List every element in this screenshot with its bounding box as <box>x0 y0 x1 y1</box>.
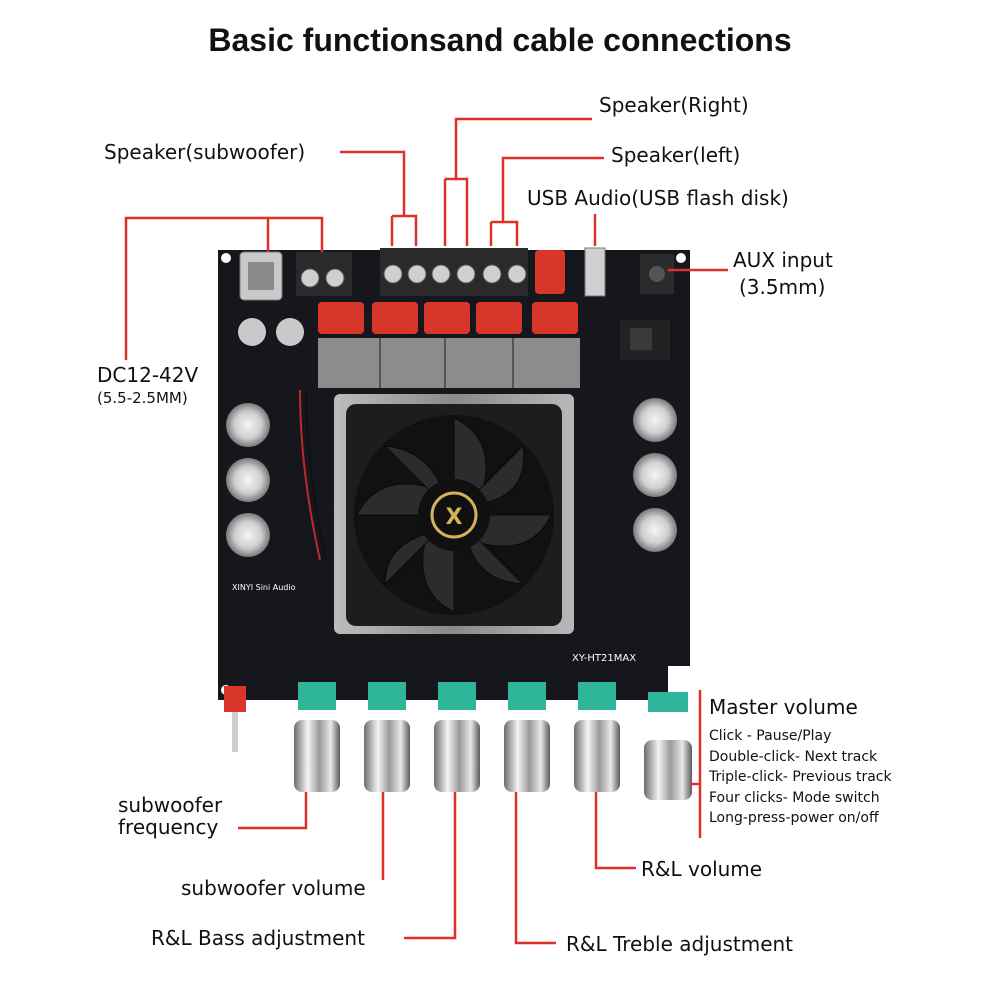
electrolytic-capacitor <box>226 458 270 502</box>
inductor-block <box>318 338 580 388</box>
function-item: Click - Pause/Play <box>709 728 832 744</box>
label-usb-audio: USB Audio(USB flash disk) <box>527 186 789 210</box>
label-speaker-subwoofer: Speaker(subwoofer) <box>104 140 306 164</box>
label-subwoofer-volume: subwoofer volume <box>181 876 366 900</box>
film-capacitor <box>372 302 418 334</box>
pot-rl-bass <box>434 682 480 792</box>
label-master-volume: Master volume <box>709 695 858 719</box>
film-capacitor <box>476 302 522 334</box>
function-item: Double-click- Next track <box>709 748 878 765</box>
label-subwoofer-frequency-2: frequency <box>118 815 219 839</box>
label-subwoofer-frequency-1: subwoofer <box>118 793 223 817</box>
board-brand: XINYI Sini Audio <box>232 583 296 592</box>
bolt <box>238 318 266 346</box>
svg-text:X: X <box>446 505 463 530</box>
fan-hub <box>418 479 490 551</box>
function-item: Triple-click- Previous track <box>709 769 892 785</box>
master-volume-functions: Click - Pause/Play Double-click- Next tr… <box>709 726 892 829</box>
board-model: XY-HT21MAX <box>572 653 636 664</box>
pot-subwoofer-frequency <box>294 682 340 792</box>
page-title: Basic functionsand cable connections <box>208 22 792 58</box>
pot-subwoofer-volume <box>364 682 410 792</box>
label-dc-power: DC12-42V <box>97 363 199 387</box>
electrolytic-capacitor <box>633 398 677 442</box>
electrolytic-capacitor <box>226 403 270 447</box>
electrolytic-capacitor <box>633 453 677 497</box>
film-capacitor <box>424 302 470 334</box>
fan-wire <box>299 389 321 561</box>
label-rl-volume: R&L volume <box>641 857 763 881</box>
fan-wire <box>305 389 327 561</box>
label-speaker-left: Speaker(left) <box>611 143 741 167</box>
mount-hole <box>676 253 686 263</box>
leader-lines <box>124 117 728 945</box>
pot-rl-treble <box>504 682 550 792</box>
power-switch <box>224 686 246 712</box>
pot-rl-volume <box>574 682 620 792</box>
mount-hole <box>221 253 231 263</box>
bolt <box>276 318 304 346</box>
encoder-master-volume <box>644 692 692 800</box>
label-dc-size: (5.5-2.5MM) <box>97 389 188 407</box>
usb-port <box>584 247 606 297</box>
label-aux-size: (3.5mm) <box>739 275 826 299</box>
label-rl-bass: R&L Bass adjustment <box>151 926 365 950</box>
label-aux-input: AUX input <box>733 248 833 272</box>
film-capacitor <box>532 302 578 334</box>
film-capacitor <box>318 302 364 334</box>
terminal-speakers <box>380 248 528 296</box>
electrolytic-capacitor <box>226 513 270 557</box>
label-rl-treble: R&L Treble adjustment <box>566 932 794 956</box>
function-item: Long-press-power on/off <box>709 810 879 826</box>
film-capacitor <box>535 250 565 294</box>
label-speaker-right: Speaker(Right) <box>599 93 749 117</box>
function-item: Four clicks- Mode switch <box>709 789 880 806</box>
electrolytic-capacitor <box>633 508 677 552</box>
